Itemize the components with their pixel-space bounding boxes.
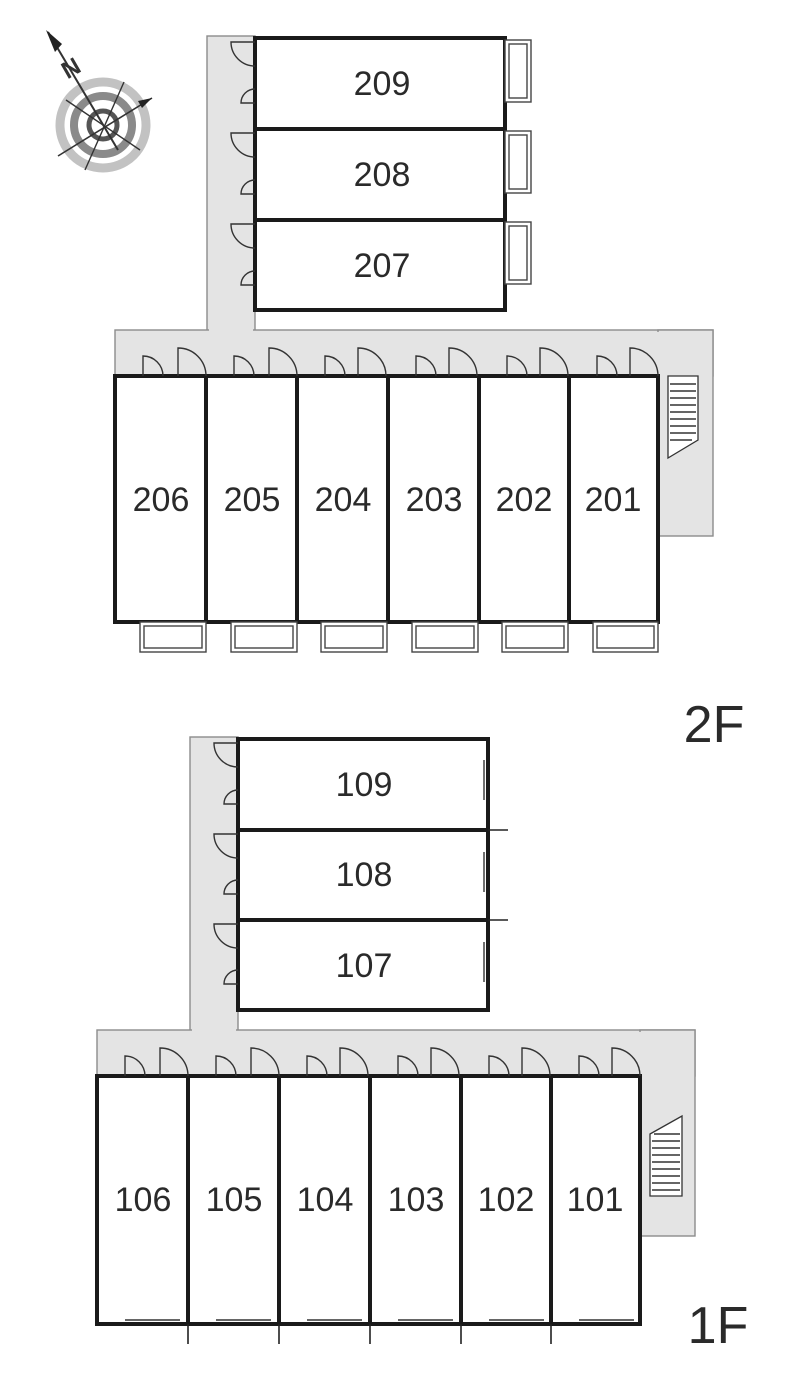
unit-number: 107 <box>336 947 393 985</box>
compass-north-arrow <box>46 30 62 52</box>
unit-number: 207 <box>354 247 411 285</box>
north-label: N <box>57 53 86 85</box>
unit-number: 105 <box>206 1181 263 1219</box>
unit-102: 102 <box>459 1074 553 1326</box>
unit-209: 209 <box>253 36 507 131</box>
compass-needle <box>47 31 119 151</box>
unit-109: 109 <box>236 737 490 832</box>
unit-208: 208 <box>253 127 507 222</box>
corridor-2f-vertical <box>206 35 256 337</box>
corridor-1f-vertical <box>189 736 239 1038</box>
corridor-2f-fill <box>117 332 711 374</box>
unit-number: 206 <box>133 481 190 519</box>
doors-1f-upper <box>213 742 239 985</box>
floor-label-2f: 2F <box>684 696 745 754</box>
doors-2f-lower <box>142 347 659 377</box>
unit-203: 203 <box>386 374 481 624</box>
compass-cross-line <box>65 99 141 151</box>
unit-number: 208 <box>354 156 411 194</box>
doors-1f-lower <box>124 1047 641 1077</box>
unit-105: 105 <box>186 1074 281 1326</box>
compass-arrow <box>138 98 152 108</box>
unit-108: 108 <box>236 828 490 922</box>
unit-104: 104 <box>277 1074 372 1326</box>
doors-2f-upper <box>230 41 256 286</box>
floor-1f: 109 108 107 106 <box>95 736 749 1355</box>
unit-number: 203 <box>406 481 463 519</box>
unit-number: 109 <box>336 766 393 804</box>
unit-206: 206 <box>113 374 208 624</box>
unit-201: 201 <box>567 374 660 624</box>
floor-label-1f: 1F <box>688 1297 749 1355</box>
stairs-2f-outline <box>667 375 699 460</box>
unit-number: 209 <box>354 65 411 103</box>
unit-103: 103 <box>368 1074 463 1326</box>
unit-205: 205 <box>204 374 299 624</box>
floor-2f: 209 208 207 206 <box>113 35 745 754</box>
unit-number: 102 <box>478 1181 535 1219</box>
unit-number: 204 <box>315 481 372 519</box>
unit-number: 104 <box>297 1181 354 1219</box>
compass-icon: N <box>46 30 153 173</box>
unit-number: 205 <box>224 481 281 519</box>
windows-1f-lower <box>125 1319 634 1344</box>
balcony-209-inner <box>508 43 528 99</box>
compass-cross-line <box>84 81 125 171</box>
balcony-208-inner <box>508 134 528 190</box>
unit-number: 201 <box>585 481 642 519</box>
unit-number: 202 <box>496 481 553 519</box>
windows-1f-upper <box>483 760 508 982</box>
stairs-2f-icon <box>667 375 699 460</box>
balconies-2f-lower <box>139 621 659 653</box>
unit-number: 106 <box>115 1181 172 1219</box>
stairs-1f-icon <box>649 1114 683 1197</box>
compass-outer-ring <box>55 77 151 173</box>
unit-106: 106 <box>95 1074 190 1326</box>
unit-number: 103 <box>388 1181 445 1219</box>
unit-107: 107 <box>236 918 490 1012</box>
corridor-1f-fill <box>99 1032 693 1074</box>
balcony-207-inner <box>508 225 528 281</box>
unit-101: 101 <box>549 1074 642 1326</box>
unit-number: 101 <box>567 1181 624 1219</box>
compass-middle-ring <box>70 92 136 158</box>
unit-number: 108 <box>336 856 393 894</box>
unit-202: 202 <box>477 374 571 624</box>
unit-204: 204 <box>295 374 390 624</box>
compass-inner-ring <box>86 108 120 142</box>
unit-207: 207 <box>253 218 507 312</box>
